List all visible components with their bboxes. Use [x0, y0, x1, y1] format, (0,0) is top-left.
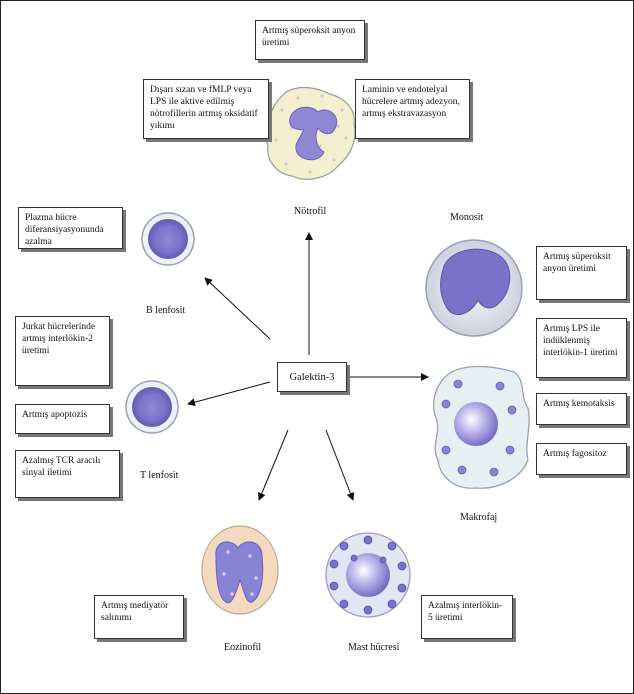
box-lps-il1: Artmış LPS ile indüklenmiş interlökin-1 … [536, 318, 627, 378]
arrow-b-lymphocyte [204, 277, 271, 340]
arrow-t-lymphocyte [187, 381, 271, 407]
monocyte-cell [425, 239, 523, 337]
label-mast-cell: Mast hücresi [348, 642, 400, 653]
box-jurkat-il2: Jurkat hücrelerinde artmış interlökin-2 … [15, 316, 110, 386]
center-node-galektin3: Galektin-3 [277, 362, 347, 392]
box-chemotaxis: Artmış kemotaksis [536, 393, 627, 425]
box-superoxide-neutrophil: Artmış süperoksit anyon üretimi [255, 20, 365, 60]
box-il5: Azalmış interlökin-5 üretimi [421, 595, 513, 639]
box-tcr-signal: Azalmış TCR aracılı sinyal iletimi [15, 450, 120, 498]
eosinophil-cell [201, 525, 279, 615]
mast-cell [325, 532, 411, 618]
label-monocyte: Monosit [450, 212, 484, 223]
arrows [187, 232, 429, 501]
arrow-eosinophil [257, 429, 289, 501]
label-b-lymphocyte: B lenfosit [146, 305, 186, 316]
label-t-lymphocyte: T lenfosit [140, 470, 179, 481]
box-plasma-cell: Plazma hücre diferansiyasyonunda azalma [18, 207, 123, 249]
box-mediator-release: Artmış mediyatör salınımı [94, 595, 184, 639]
box-superoxide-monocyte: Artmış süperoksit anyon üretimi [536, 246, 627, 300]
arrow-mast [325, 429, 355, 501]
label-eosinophil: Eozinofil [224, 642, 262, 653]
box-laminin-adhesion: Laminin ve endotelyal hücrelere artmış a… [355, 79, 470, 139]
box-apoptosis: Artmış apoptozis [15, 404, 110, 434]
neutrophil-cell [265, 86, 356, 180]
label-neutrophil: Nötrofil [294, 206, 327, 217]
b-lymphocyte-cell [141, 212, 195, 266]
box-phagocytosis: Artmış fagositoz [536, 443, 627, 475]
t-lymphocyte-cell [125, 380, 179, 434]
box-oxidative-burst: Dışarı sızan ve fMLP veya LPS ile aktive… [143, 79, 269, 139]
label-macrophage: Makrofaj [460, 512, 498, 523]
macrophage-cell [432, 365, 530, 489]
